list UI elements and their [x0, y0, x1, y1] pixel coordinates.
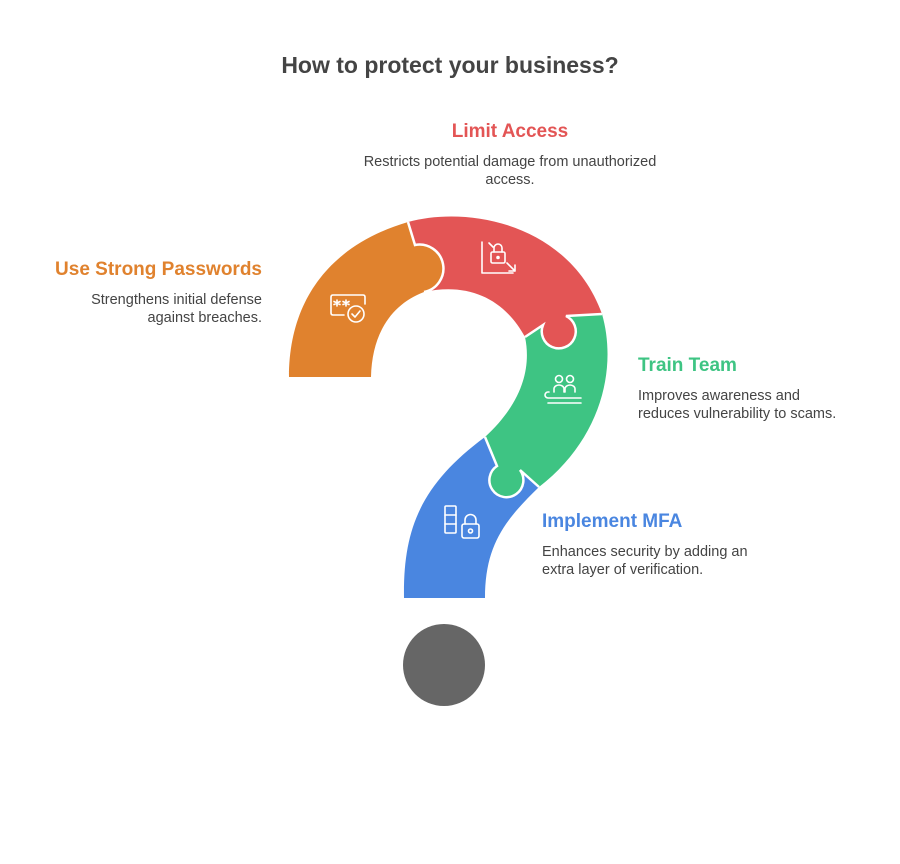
- limit-access-description: Restricts potential damage from unauthor…: [363, 154, 657, 188]
- train-team-title: Train Team: [638, 355, 737, 376]
- train-team-block: Train Team Improves awareness and reduce…: [638, 355, 888, 423]
- passwords-segment: [289, 222, 444, 377]
- diagram-title: How to protect your business?: [281, 52, 619, 78]
- limit-access-block: Limit Access Restricts potential damage …: [360, 121, 660, 189]
- implement-mfa-block: Implement MFA Enhances security by addin…: [542, 511, 792, 579]
- train-segment: [485, 314, 608, 498]
- team-icon: [544, 374, 582, 404]
- password-check-icon: [330, 294, 366, 323]
- strong-passwords-title: Use Strong Passwords: [55, 259, 262, 280]
- limit-access-title: Limit Access: [451, 121, 569, 142]
- limit-segment: [408, 216, 602, 349]
- implement-mfa-title: Implement MFA: [542, 511, 683, 532]
- strong-passwords-description: Strengthens initial defense against brea…: [91, 292, 262, 326]
- question-dot: [403, 624, 485, 706]
- mfa-segment: [403, 437, 539, 598]
- strong-passwords-block: Use Strong Passwords Strengthens initial…: [20, 259, 262, 327]
- implement-mfa-description: Enhances security by adding an extra lay…: [542, 544, 748, 578]
- mfa-lock-icon: [444, 505, 480, 539]
- lock-chart-icon: [481, 241, 516, 274]
- train-team-description: Improves awareness and reduces vulnerabi…: [638, 388, 837, 422]
